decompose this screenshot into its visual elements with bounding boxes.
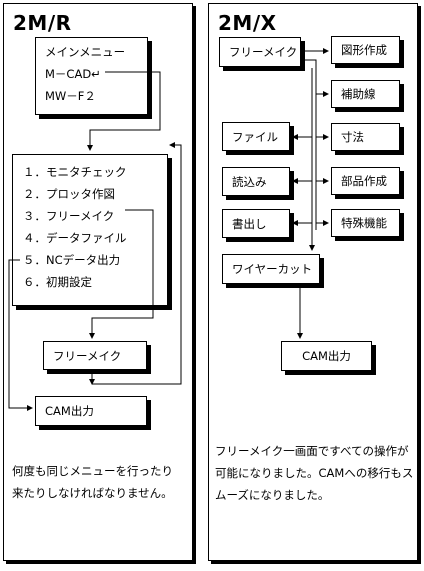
- right-free-make-box: フリーメイク: [219, 37, 301, 67]
- mcad-menu-box: １．モニタチェック ２．プロッタ作図 ３．フリーメイク ４．データファイル ５．…: [12, 154, 168, 306]
- list-item-nc-output: ５．NCデータ出力: [23, 253, 121, 267]
- tool-box-part-create: 部品作成: [331, 167, 400, 195]
- right-free-make-label: フリーメイク: [229, 45, 298, 59]
- tool-label-part-create: 部品作成: [341, 174, 387, 188]
- read-label: 読込み: [232, 174, 267, 189]
- menu-item-mcad: M－CAD↵: [45, 67, 101, 81]
- list-item-plotter: ２．プロッタ作図: [23, 187, 115, 201]
- tool-box-aux-line: 補助線: [331, 80, 400, 108]
- tool-box-special: 特殊機能: [331, 209, 400, 237]
- main-menu-box: メインメニュー M－CAD↵ MW－F２: [35, 37, 148, 115]
- left-free-make-box: フリーメイク: [43, 341, 147, 370]
- list-item-data-file: ４．データファイル: [23, 231, 127, 245]
- tool-label-shape-create: 図形作成: [341, 43, 387, 57]
- menu-item-mwf2: MW－F２: [45, 89, 96, 103]
- tool-label-dimension: 寸法: [341, 130, 364, 144]
- main-menu-title: メインメニュー: [45, 45, 126, 59]
- right-cam-output-box: CAM出力: [281, 341, 372, 371]
- write-label: 書出し: [232, 216, 267, 231]
- left-free-make-label: フリーメイク: [53, 348, 122, 363]
- left-cam-output-label: CAM出力: [45, 404, 94, 418]
- list-item-free-make: ３．フリーメイク: [23, 209, 115, 223]
- panel-title: 2M/X: [218, 11, 277, 35]
- read-box: 読込み: [222, 167, 290, 196]
- tool-label-aux-line: 補助線: [341, 87, 376, 101]
- file-label: ファイル: [232, 129, 278, 144]
- panel-title: 2M/R: [13, 11, 72, 35]
- list-item-monitor-check: １．モニタチェック: [23, 165, 127, 179]
- left-cam-output-box: CAM出力: [35, 396, 147, 426]
- right-cam-output-label: CAM出力: [302, 349, 351, 363]
- file-box: ファイル: [222, 122, 290, 151]
- wire-cut-label: ワイヤーカット: [232, 262, 313, 276]
- list-item-initial-settings: ６．初期設定: [23, 275, 92, 289]
- tool-box-shape-create: 図形作成: [331, 36, 400, 64]
- left-caption: 何度も同じメニューを行ったり来たりしなければなりません。: [12, 464, 173, 500]
- tool-label-special: 特殊機能: [341, 216, 387, 230]
- tool-box-dimension: 寸法: [331, 123, 400, 151]
- wire-cut-box: ワイヤーカット: [222, 254, 320, 284]
- right-caption: フリーメイク一画面ですべての操作が可能になりました。CAMへの移行もスムーズにな…: [215, 444, 414, 502]
- write-box: 書出し: [222, 209, 290, 238]
